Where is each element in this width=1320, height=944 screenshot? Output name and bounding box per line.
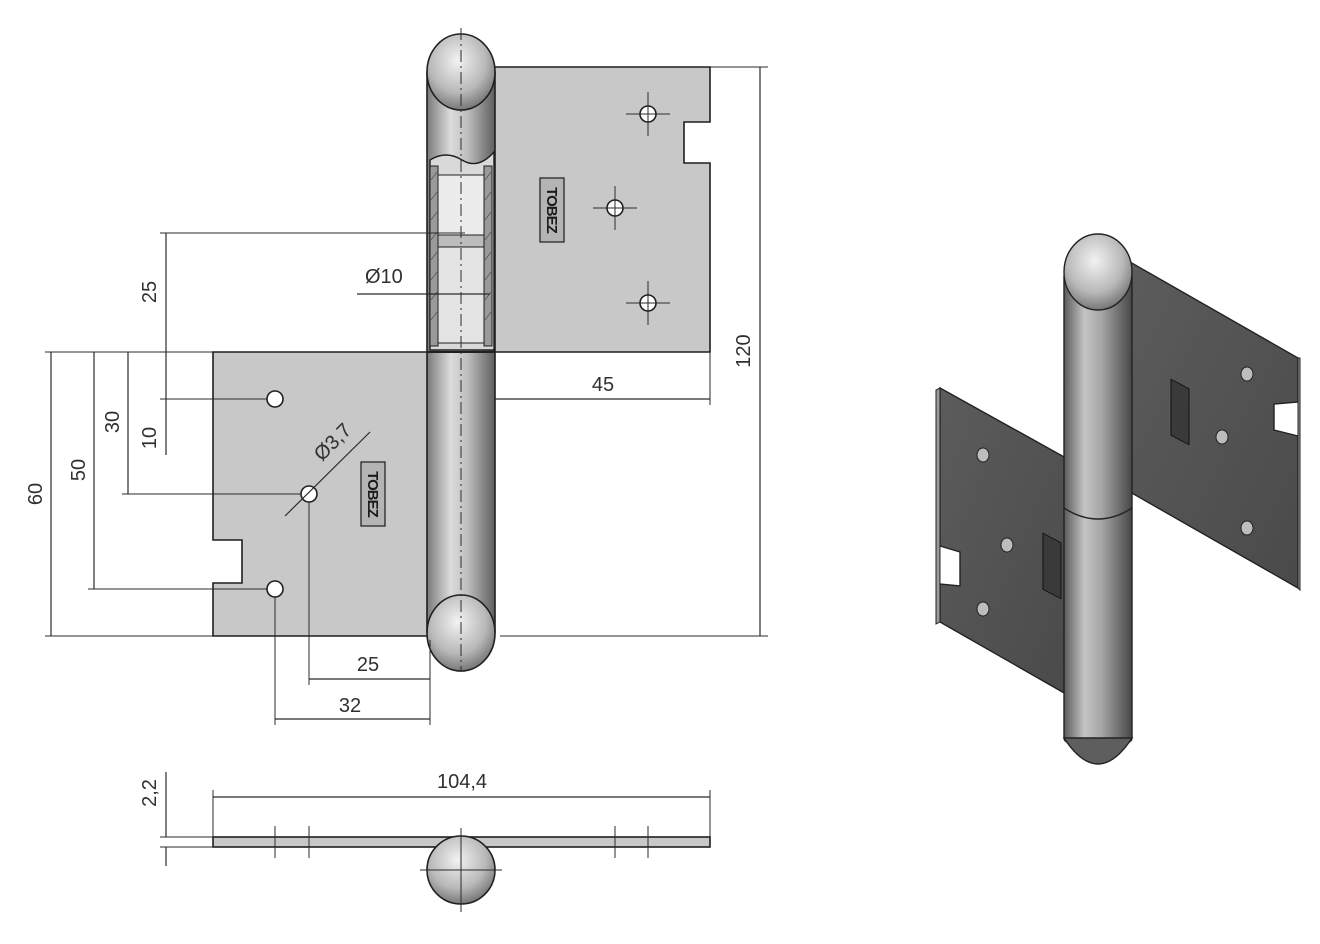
iso-right-leaf	[1129, 260, 1299, 590]
dim-label-50: 50	[68, 459, 90, 481]
dim-label-10: 10	[139, 427, 161, 449]
dim-label-pin-diameter: Ø10	[365, 266, 403, 288]
iso-pin	[1063, 271, 1133, 743]
pin-section-cutaway	[429, 150, 495, 351]
dim-label-60: 60	[25, 483, 47, 505]
iso-pin-top-cap	[1063, 233, 1133, 311]
dim-line-hole	[284, 431, 371, 517]
dim-label-25-bottom: 25	[357, 654, 379, 676]
dim-label-thickness: 2,2	[139, 779, 161, 807]
front-view: TOBEZ TOBEZ	[25, 28, 768, 725]
mounting-hole	[300, 485, 318, 503]
dim-label-25-top: 25	[139, 281, 161, 303]
lower-leaf-holes	[266, 390, 318, 598]
isometric-view	[935, 233, 1301, 765]
upper-leaf-holes	[593, 92, 670, 325]
iso-logo-right	[1170, 378, 1190, 446]
upper-leaf-plate	[489, 66, 711, 353]
dim-label-45: 45	[592, 374, 614, 396]
iso-logo-left	[1042, 532, 1062, 600]
dim-label-104: 104,4	[437, 771, 487, 793]
iso-pin-bottom-cap	[1062, 737, 1134, 765]
brand-logo-lower: TOBEZ	[360, 461, 386, 527]
mounting-hole	[266, 390, 284, 408]
dim-label-30: 30	[102, 411, 124, 433]
logo-text: TOBEZ	[364, 471, 381, 517]
plan-view: 104,4 2,2	[139, 771, 711, 912]
mounting-hole	[266, 580, 284, 598]
dim-label-32: 32	[339, 695, 361, 717]
dimension-lines-left	[45, 232, 465, 637]
logo-text: TOBEZ	[543, 187, 560, 233]
dim-label-120: 120	[733, 334, 755, 367]
brand-logo-upper: TOBEZ	[539, 177, 565, 243]
